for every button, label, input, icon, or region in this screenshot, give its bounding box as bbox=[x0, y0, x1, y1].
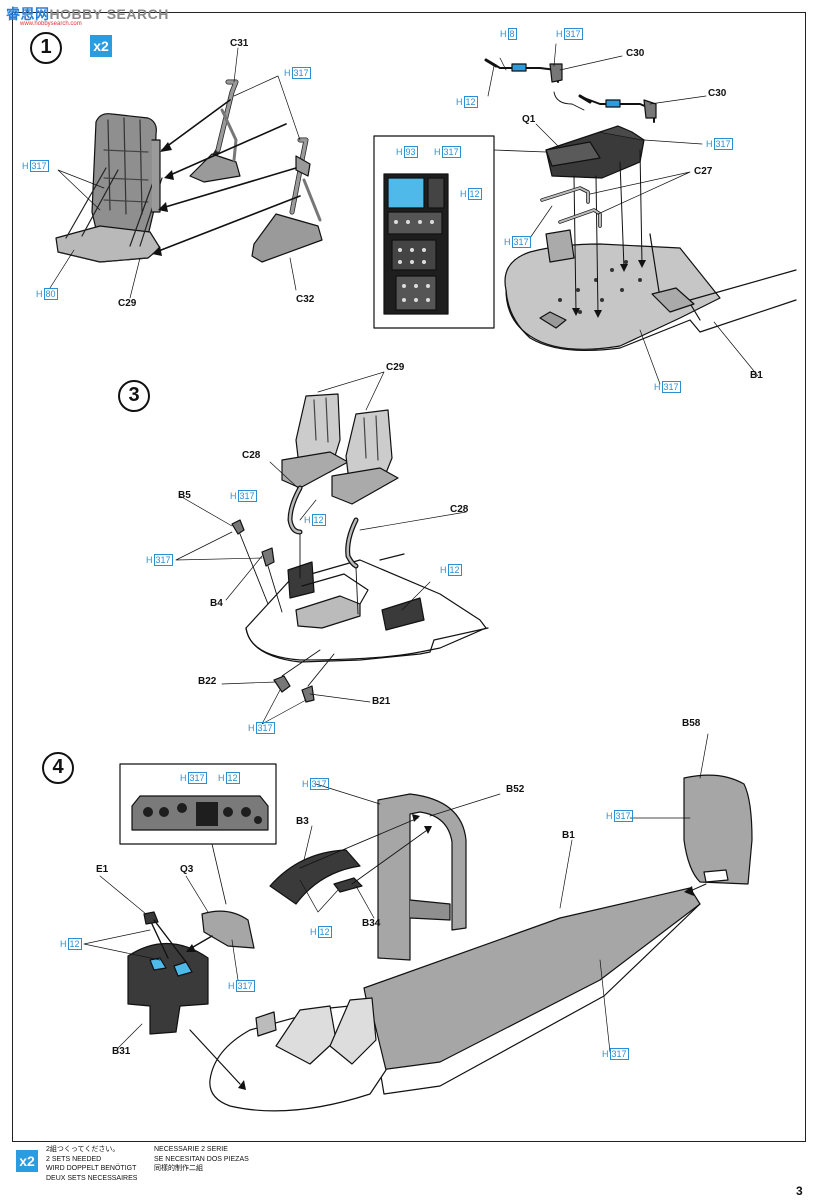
q3-part-drawing bbox=[187, 910, 255, 1085]
watermark: 睿恩网HOBBY SEARCH www.hobbysearch.com bbox=[6, 6, 169, 27]
label-b22: B22 bbox=[198, 676, 217, 687]
label-b34: B34 bbox=[362, 918, 381, 929]
label-b4: B4 bbox=[210, 598, 223, 609]
strut-c31-drawing bbox=[189, 79, 241, 183]
console-q1-drawing bbox=[545, 125, 645, 315]
label-b1-step4: B1 bbox=[562, 830, 575, 841]
label-b21: B21 bbox=[372, 696, 391, 707]
label-b5: B5 bbox=[178, 490, 191, 501]
label-e1: E1 bbox=[96, 864, 109, 875]
label-c27: C27 bbox=[694, 166, 713, 177]
b31-glareshield-drawing bbox=[127, 911, 209, 1035]
label-c32: C32 bbox=[296, 294, 315, 305]
label-c29-step3: C29 bbox=[386, 362, 405, 373]
step-marker-4: 4 bbox=[42, 752, 74, 784]
handles-c27-drawing bbox=[540, 186, 602, 228]
label-b1-step1: B1 bbox=[750, 370, 763, 381]
label-q1: Q1 bbox=[522, 114, 536, 125]
label-b31: B31 bbox=[112, 1046, 131, 1057]
b3-shroud-drawing bbox=[269, 817, 431, 905]
footer-col-1: 2組つくってください。 2 SETS NEEDED WIRD DOPPELT B… bbox=[46, 1146, 138, 1182]
step3-seats-drawing bbox=[281, 393, 399, 505]
label-b52: B52 bbox=[506, 784, 525, 795]
harness-c30-drawing bbox=[484, 58, 657, 123]
step4-panel-callout-drawing bbox=[119, 763, 277, 905]
footer-x2-badge: x2 bbox=[16, 1150, 38, 1172]
footer-note: x2 2組つくってください。 2 SETS NEEDED WIRD DOPPEL… bbox=[12, 1142, 806, 1186]
b4-b5-parts-drawing bbox=[231, 519, 283, 613]
leader-lines bbox=[49, 43, 759, 1053]
label-c31: C31 bbox=[230, 38, 249, 49]
seat-c29-drawing bbox=[55, 113, 163, 263]
bulkhead-b52-drawing bbox=[377, 793, 467, 961]
label-c28-b: C28 bbox=[450, 504, 469, 515]
b58-panel-drawing bbox=[683, 774, 753, 893]
x2-badge: x2 bbox=[90, 35, 112, 57]
step-marker-3: 3 bbox=[118, 380, 150, 412]
b21-b22-parts-drawing bbox=[273, 649, 335, 703]
step3-floor-drawing bbox=[245, 553, 489, 663]
page-number: 3 bbox=[796, 1184, 803, 1198]
footer-col-2: NECESSARIE 2 SERIE SE NECESITAN DOS PIEZ… bbox=[154, 1146, 249, 1172]
label-c28-a: C28 bbox=[242, 450, 261, 461]
label-q3: Q3 bbox=[180, 864, 194, 875]
label-c30-a: C30 bbox=[626, 48, 645, 59]
instrument-panel-callout-drawing bbox=[373, 135, 547, 329]
page-frame bbox=[12, 12, 806, 1142]
cockpit-floor-b1-drawing bbox=[504, 229, 797, 352]
label-c29: C29 bbox=[118, 298, 137, 309]
strut-c32-drawing bbox=[251, 137, 323, 263]
c28-levers-drawing bbox=[287, 485, 359, 615]
label-c30-b: C30 bbox=[708, 88, 727, 99]
step-marker-1: 1 bbox=[30, 32, 62, 64]
watermark-url: www.hobbysearch.com bbox=[20, 21, 82, 27]
floor-b1-step4-drawing bbox=[209, 887, 701, 1112]
label-b3: B3 bbox=[296, 816, 309, 827]
label-b58: B58 bbox=[682, 718, 701, 729]
step1-arrows bbox=[155, 99, 301, 253]
